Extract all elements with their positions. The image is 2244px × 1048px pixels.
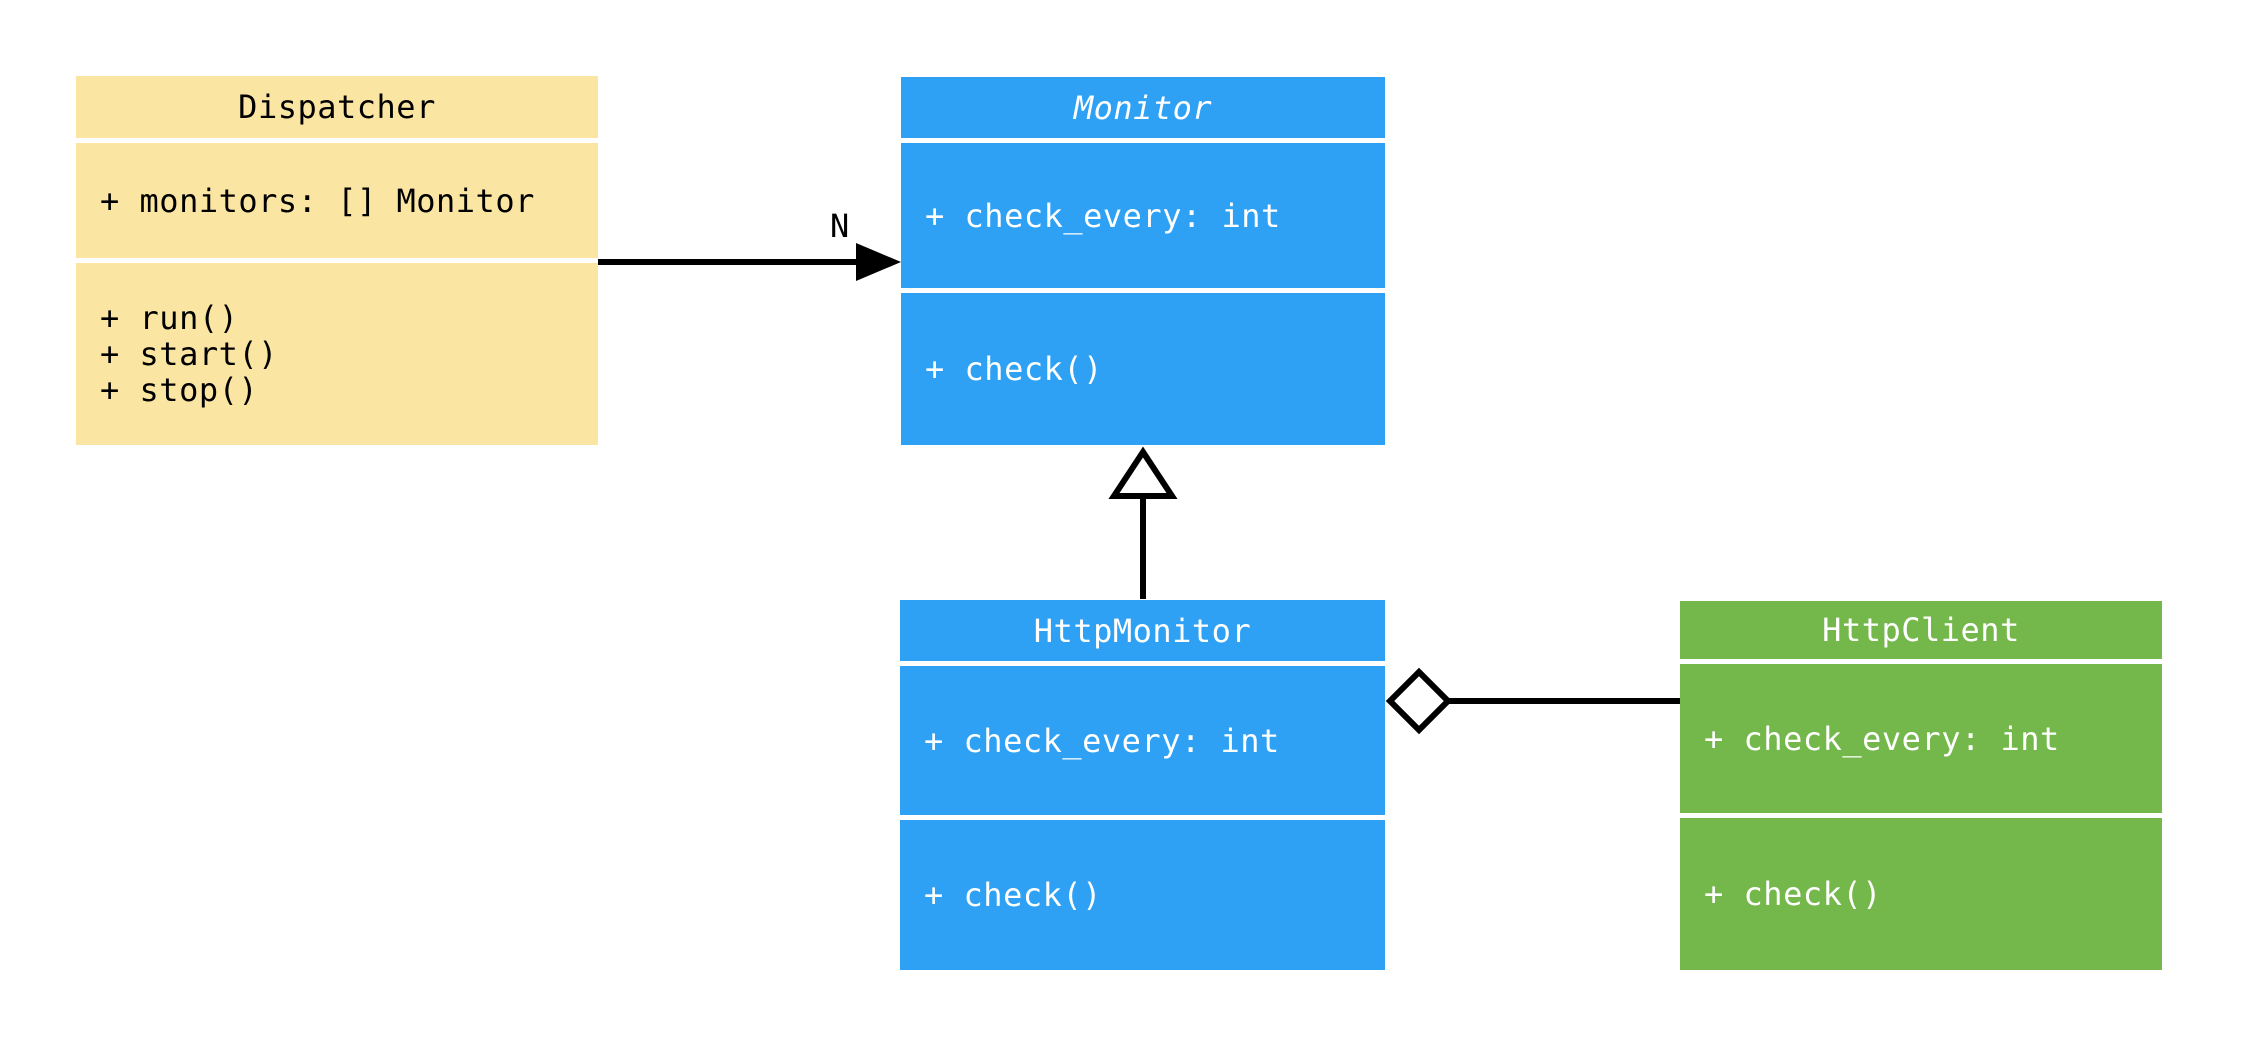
class-box-httpclient: HttpClient + check_every: int + check()	[1680, 601, 2162, 970]
attribute-text: + check_every: int	[925, 196, 1281, 235]
attributes-compartment-monitor: + check_every: int	[901, 143, 1385, 288]
attributes-compartment-httpmonitor: + check_every: int	[900, 666, 1385, 815]
multiplicity-label: N	[830, 207, 850, 245]
method-text: + check()	[1704, 875, 1882, 913]
class-name-httpmonitor: HttpMonitor	[900, 600, 1385, 661]
attribute-text: + check_every: int	[924, 721, 1280, 760]
methods-compartment-httpclient: + check()	[1680, 818, 2162, 970]
method-text: + run()	[100, 299, 239, 337]
class-name-httpclient: HttpClient	[1680, 601, 2162, 659]
inheritance-triangle-icon	[1108, 446, 1178, 499]
inheritance-edge-httpmonitor-monitor	[1108, 446, 1178, 599]
aggregation-edge-httpmonitor-httpclient	[1385, 667, 1680, 735]
method-text: + stop()	[100, 371, 259, 409]
aggregation-diamond-icon	[1385, 667, 1453, 735]
association-edge-dispatcher-monitor	[598, 243, 901, 281]
class-name-dispatcher: Dispatcher	[76, 76, 598, 138]
association-arrowhead-icon	[856, 243, 901, 281]
class-box-monitor: Monitor + check_every: int + check()	[901, 77, 1385, 445]
method-text: + check()	[924, 876, 1102, 914]
methods-compartment-monitor: + check()	[901, 293, 1385, 445]
attribute-text: + monitors: [] Monitor	[100, 181, 535, 220]
methods-compartment-dispatcher: + run() + start() + stop()	[76, 263, 598, 445]
class-box-httpmonitor: HttpMonitor + check_every: int + check()	[900, 600, 1385, 970]
class-box-dispatcher: Dispatcher + monitors: [] Monitor + run(…	[76, 76, 598, 445]
method-text: + check()	[925, 350, 1103, 388]
attributes-compartment-dispatcher: + monitors: [] Monitor	[76, 143, 598, 258]
method-text: + start()	[100, 335, 278, 373]
class-name-monitor: Monitor	[901, 77, 1385, 138]
attribute-text: + check_every: int	[1704, 719, 2060, 758]
methods-compartment-httpmonitor: + check()	[900, 820, 1385, 970]
attributes-compartment-httpclient: + check_every: int	[1680, 664, 2162, 813]
